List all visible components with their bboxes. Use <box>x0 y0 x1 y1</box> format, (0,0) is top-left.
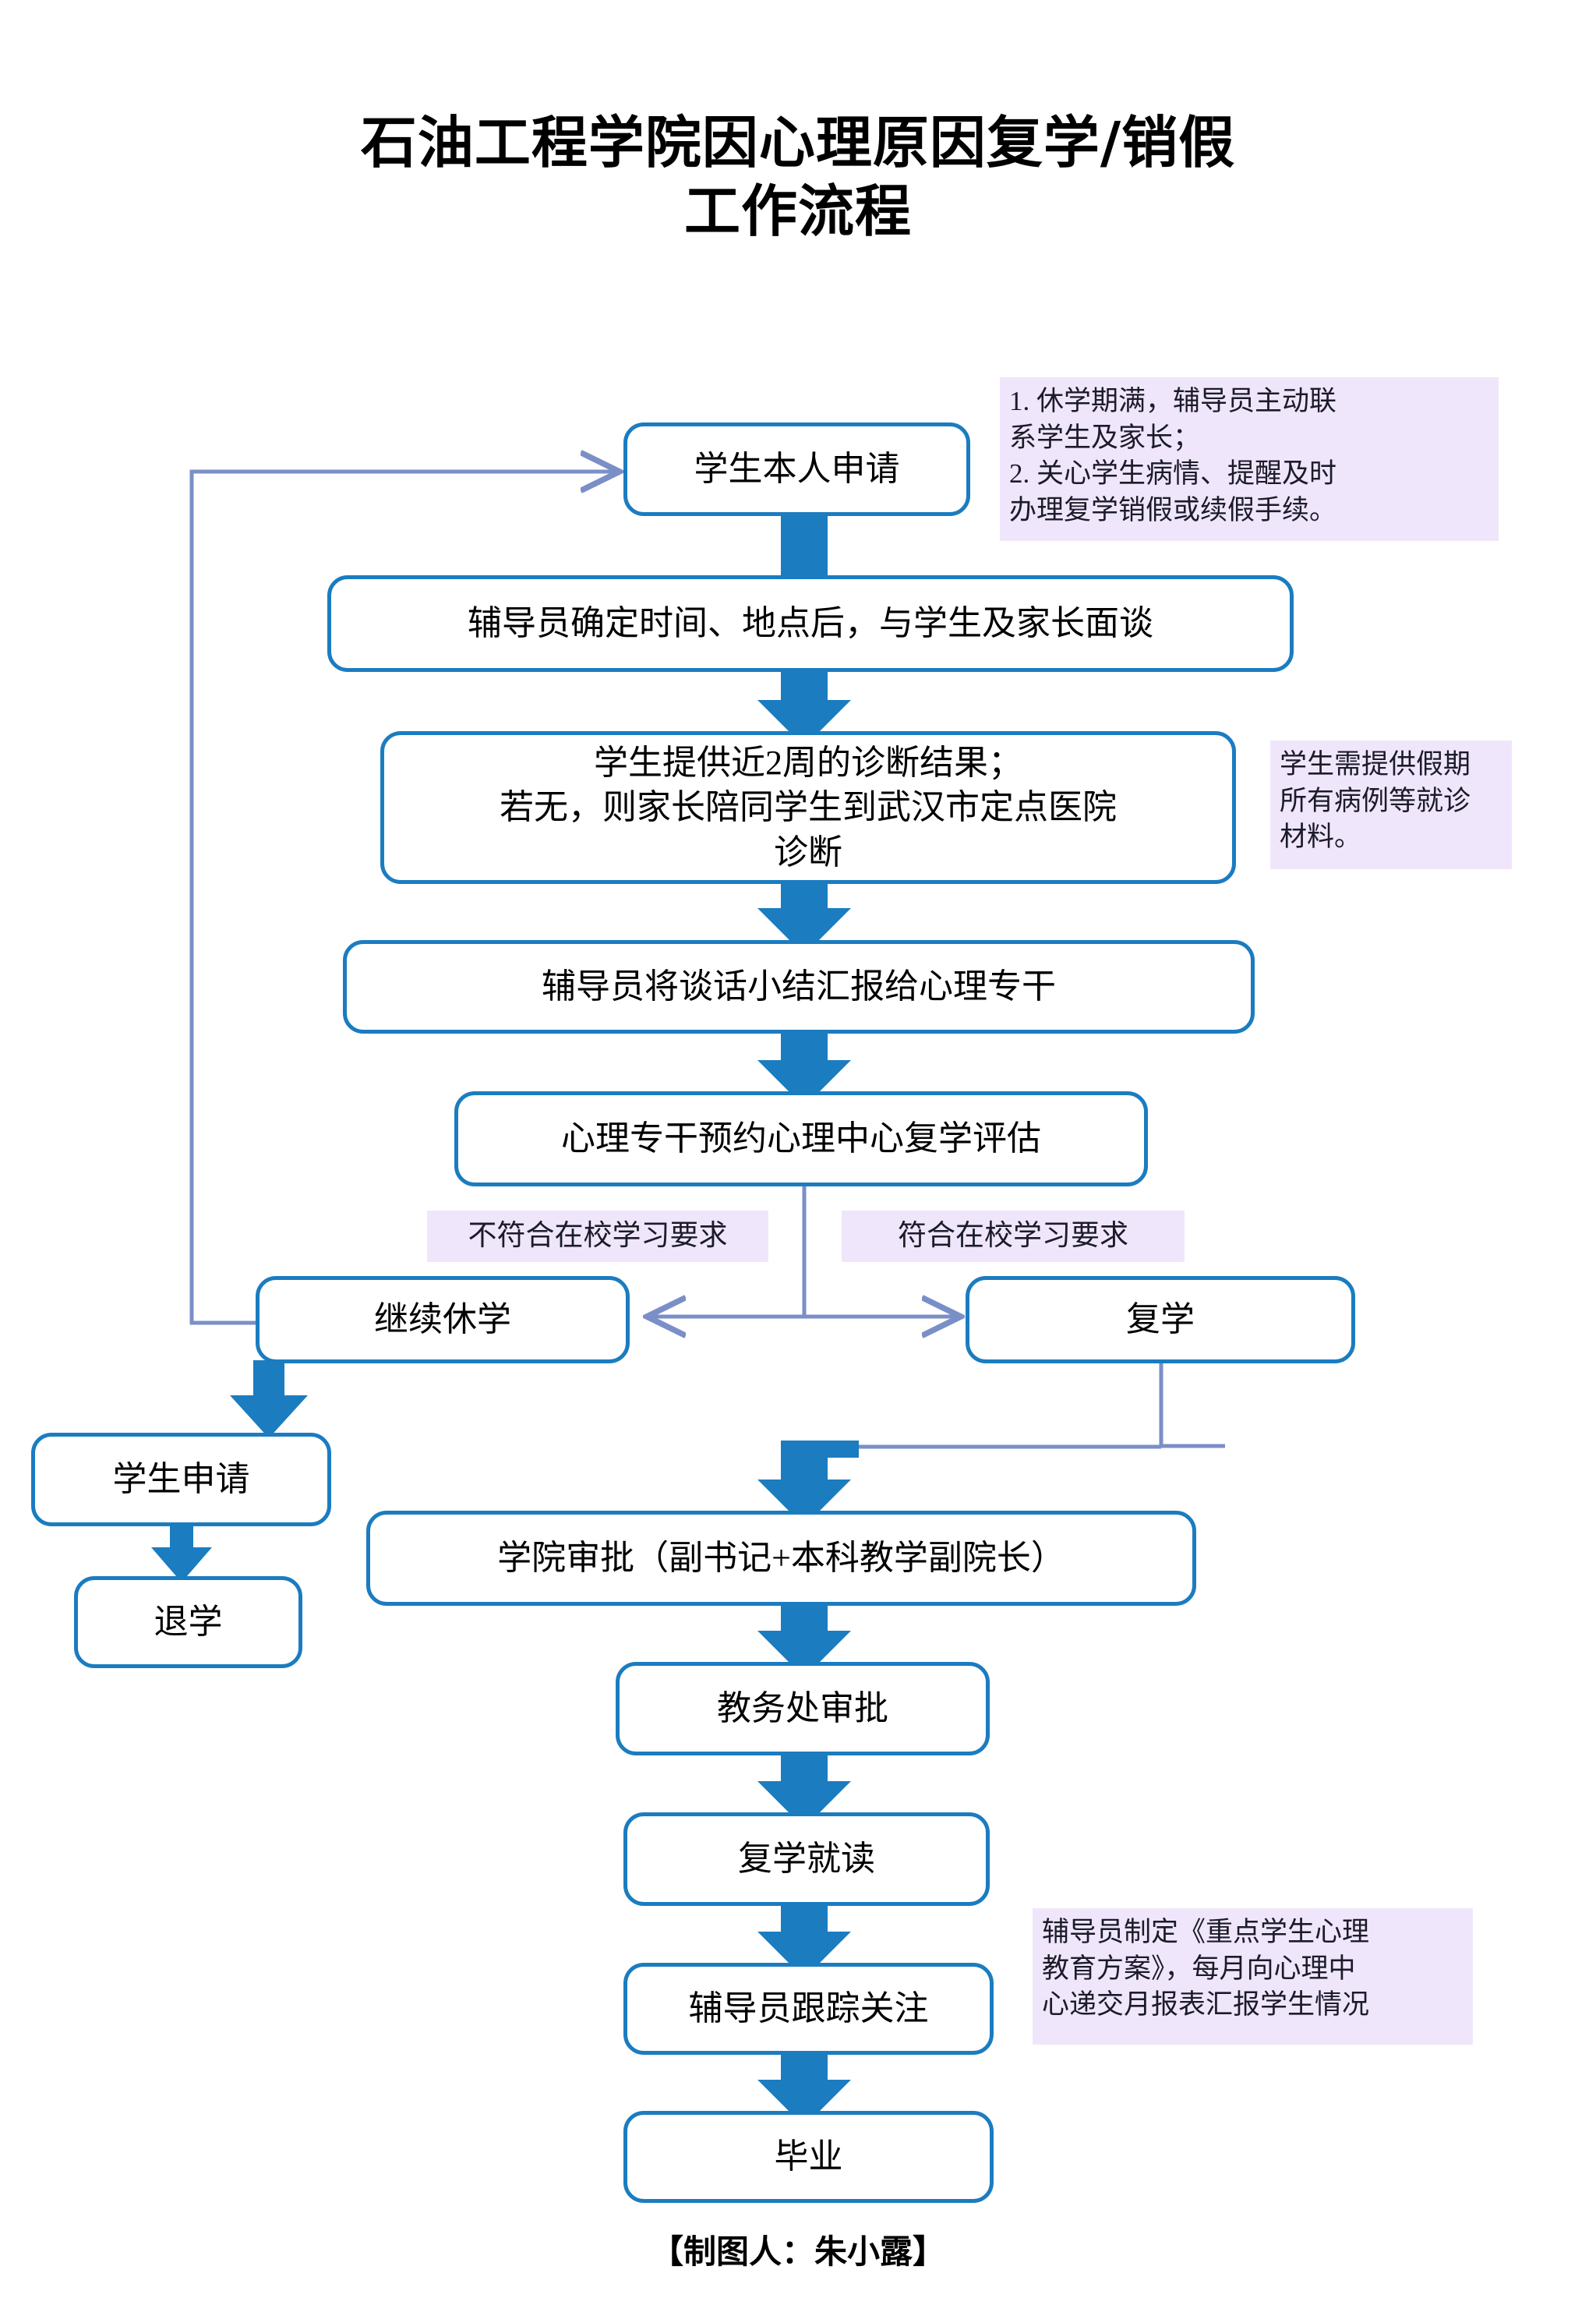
note-plan: 辅导员制定《重点学生心理 教育方案》，每月向心理中 心递交月报表汇报学生情况 <box>1033 1908 1473 2045</box>
node-resume-assessment[interactable]: 心理专干预约心理中心复学评估 <box>454 1091 1148 1186</box>
node-graduate[interactable]: 毕业 <box>623 2111 994 2203</box>
node-student-application[interactable]: 学生申请 <box>31 1433 331 1526</box>
node-student-apply-self[interactable]: 学生本人申请 <box>623 422 970 516</box>
page-title: 石油工程学院因心理原因复学/销假 工作流程 <box>360 110 1236 244</box>
node-resume[interactable]: 复学 <box>966 1276 1355 1363</box>
node-withdraw[interactable]: 退学 <box>74 1576 302 1668</box>
edge-student-apply-to-withdraw <box>151 1524 212 1582</box>
footer-credit: 【制图人：朱小露】 <box>650 2233 945 2271</box>
node-follow-up[interactable]: 辅导员跟踪关注 <box>623 1963 994 2055</box>
note-materials: 学生需提供假期 所有病例等就诊 材料。 <box>1270 741 1512 869</box>
branch-label-not-qualified: 不符合在校学习要求 <box>427 1211 768 1262</box>
node-academic-approval[interactable]: 教务处审批 <box>616 1662 990 1755</box>
edge-continue-leave-to-student-apply <box>230 1360 308 1438</box>
edge-resume-to-college-approval <box>757 1360 1225 1526</box>
node-diagnosis-result[interactable]: 学生提供近2周的诊断结果； 若无，则家长陪同学生到武汉市定点医院 诊断 <box>380 731 1236 884</box>
node-resume-study[interactable]: 复学就读 <box>623 1812 990 1906</box>
node-continue-leave[interactable]: 继续休学 <box>256 1276 630 1363</box>
note-contact: 1. 休学期满，辅导员主动联 系学生及家长； 2. 关心学生病情、提醒及时 办理… <box>1000 377 1499 541</box>
node-college-approval[interactable]: 学院审批（副书记+本科教学副院长） <box>366 1511 1196 1606</box>
node-report-to-specialist[interactable]: 辅导员将谈话小结汇报给心理专干 <box>343 940 1255 1034</box>
branch-label-qualified: 符合在校学习要求 <box>842 1211 1185 1262</box>
node-counselor-interview[interactable]: 辅导员确定时间、地点后，与学生及家长面谈 <box>327 575 1294 672</box>
